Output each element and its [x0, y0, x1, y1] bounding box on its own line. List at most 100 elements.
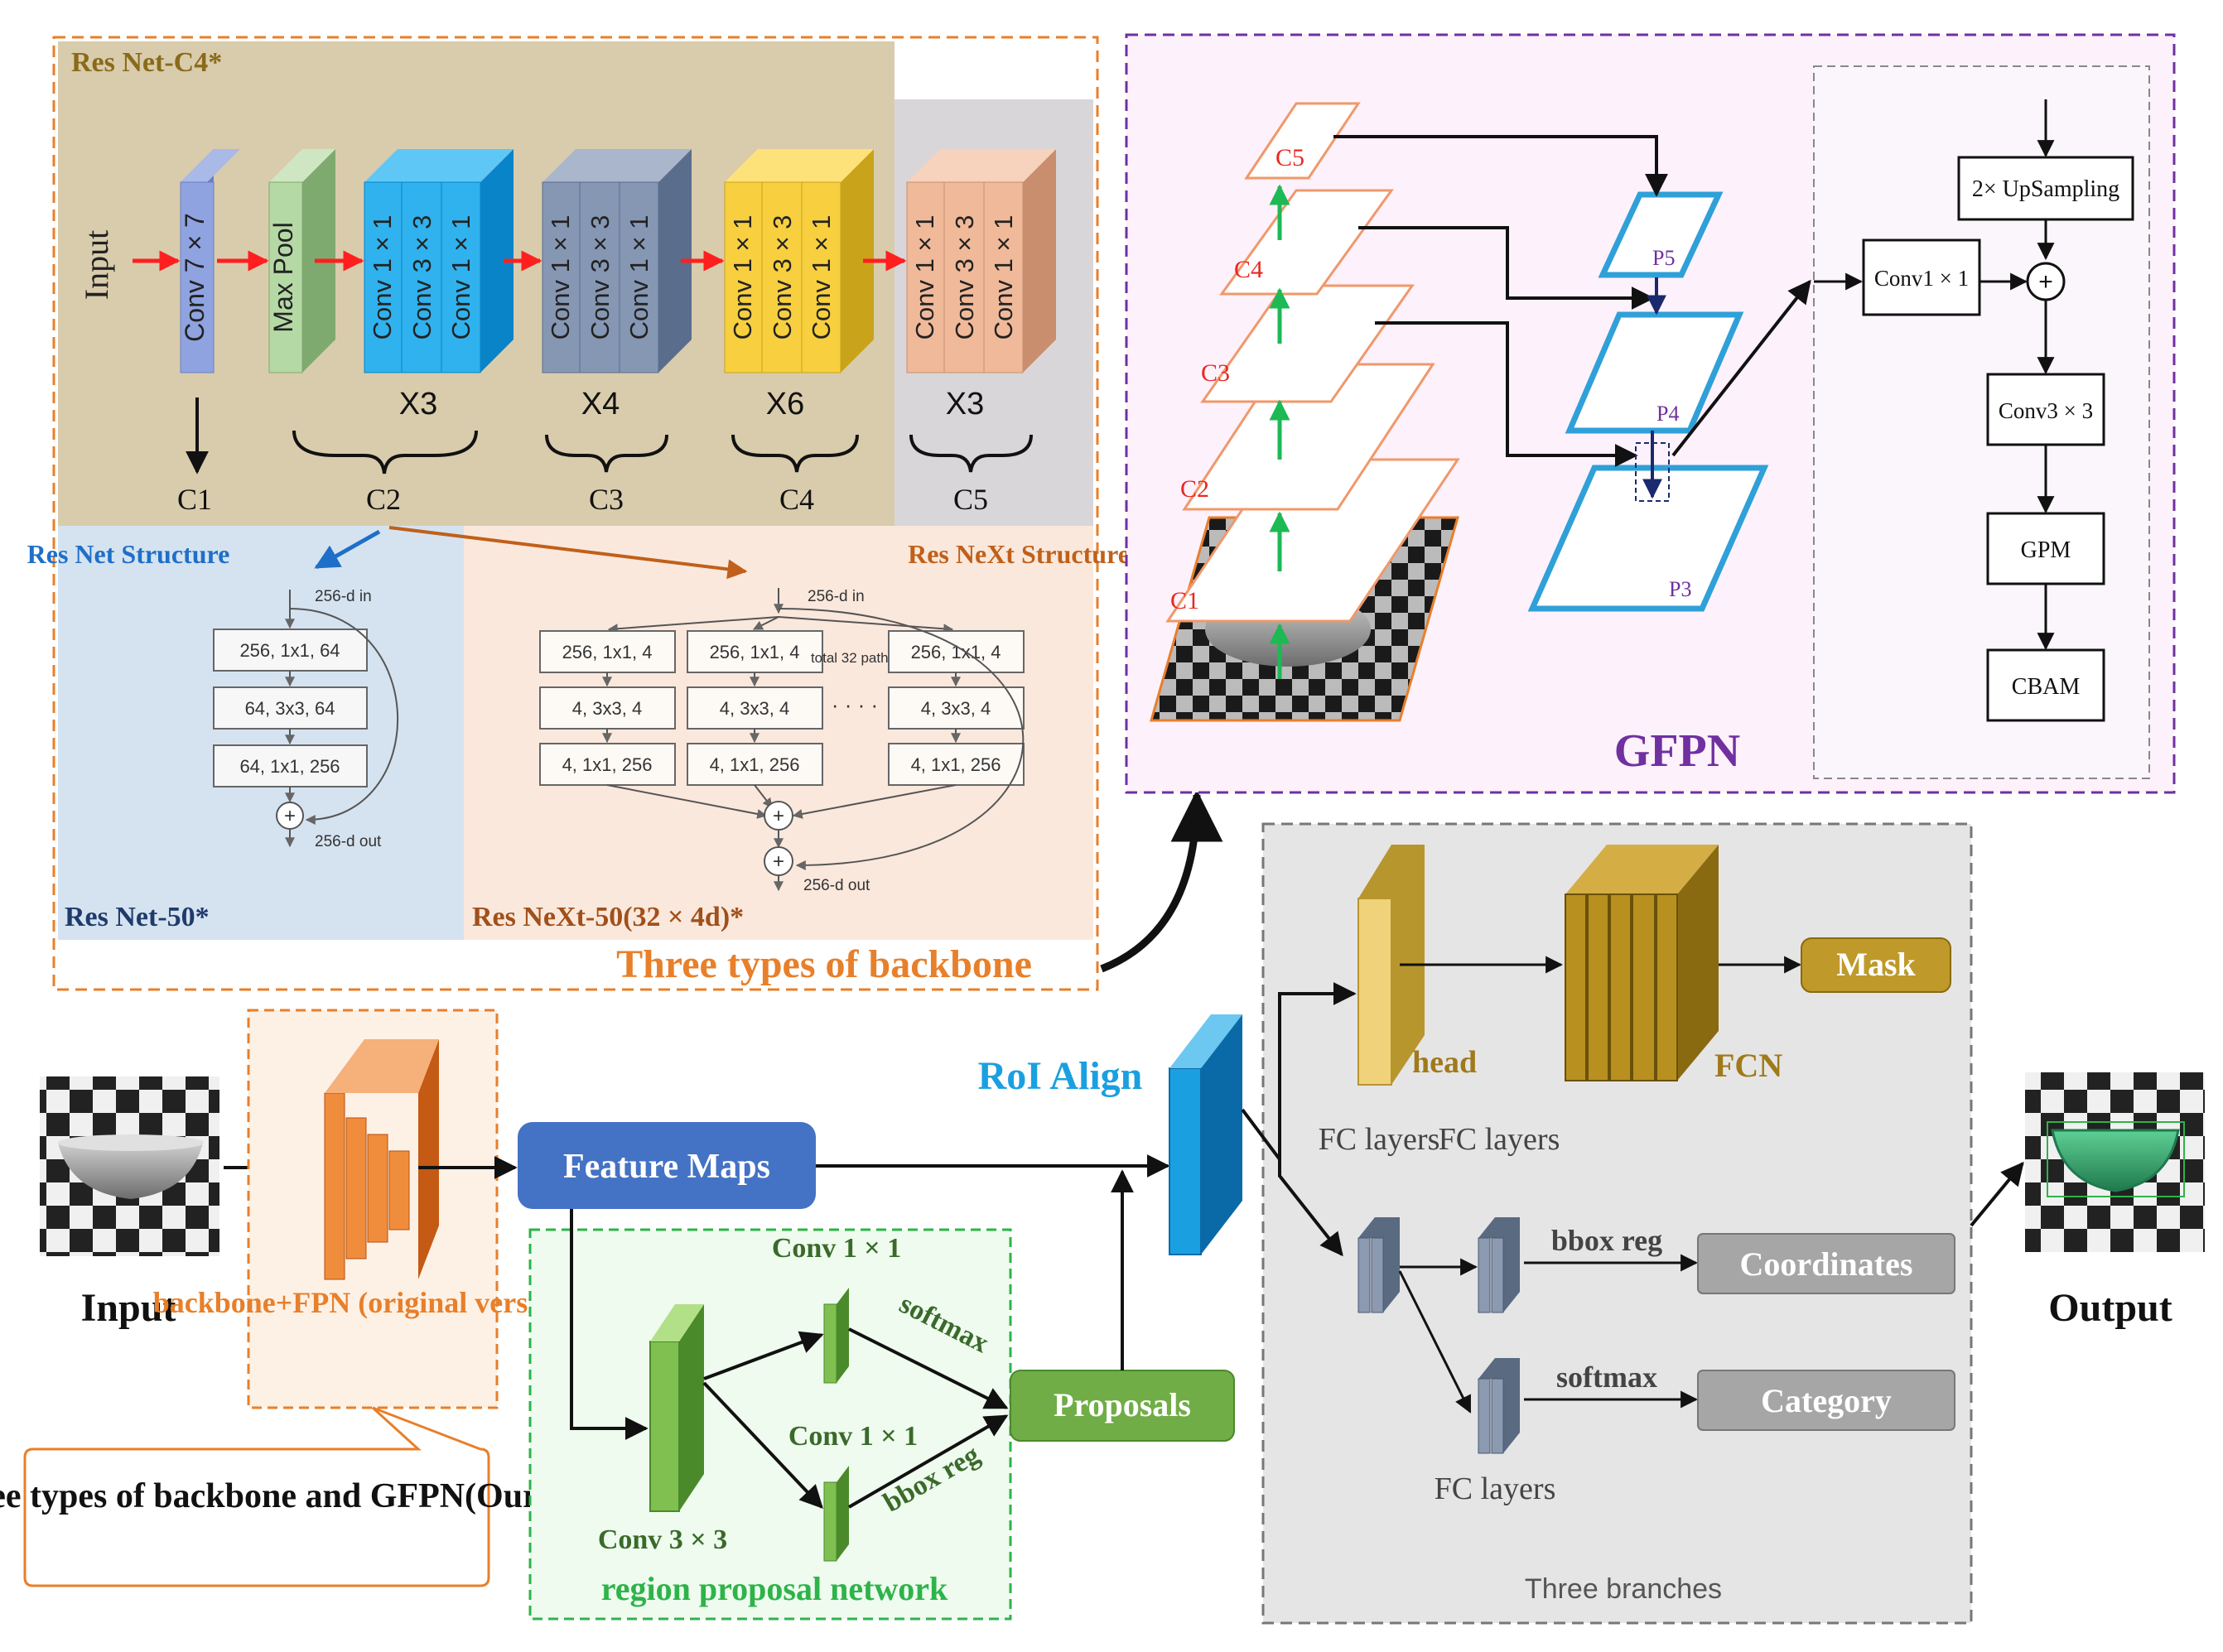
- resnext-col1-block3-label: 4, 1x1, 256: [562, 754, 653, 775]
- category-output-box: [1697, 1370, 1955, 1431]
- c5-blocks: Conv 1 × 1 Conv 3 × 3 Conv 1 × 1: [906, 149, 1056, 373]
- rpn-conv3-block: [649, 1304, 704, 1512]
- gfpn-conv3-label: Conv3 × 3: [1999, 398, 2093, 423]
- input-label: Input: [81, 1286, 176, 1330]
- p3-layer: [1527, 465, 1769, 612]
- softmax-branch-label: softmax: [1556, 1361, 1657, 1394]
- gfpn-p4-label: P4: [1656, 402, 1679, 426]
- resnext-paths-note: total 32 paths: [811, 650, 895, 666]
- lateral-connections: [1333, 135, 1668, 467]
- c4-conv1b: Conv 1 × 1: [807, 215, 836, 340]
- c3-conv3: Conv 3 × 3: [586, 215, 615, 340]
- gfpn-panel: C5 C4 C3 C2 C1 P5 P4 P3 2× UpSampling Co…: [1125, 33, 2176, 794]
- resnet-in-label: 256-d in: [315, 588, 372, 605]
- conv7-label: Conv 7 × 7: [180, 213, 210, 342]
- resnext-add-plus-2: +: [773, 850, 784, 873]
- resnet-block-3-label: 64, 1x1, 256: [239, 756, 340, 777]
- gfpn-conv1-box: [1862, 238, 1981, 316]
- resnext-col2-block1-label: 256, 1x1, 4: [710, 642, 800, 662]
- gfpn-c5-label: C5: [1275, 144, 1304, 171]
- input-bowl-rim: [58, 1134, 204, 1151]
- resnext-structure-title: Res NeXt Structure: [908, 539, 1130, 569]
- stage-c1: C1: [177, 483, 212, 516]
- cbam-box: [1986, 648, 2105, 722]
- resnet-bottleneck: 256-d in 256, 1x1, 64 64, 3x3, 64 64, 1x…: [213, 588, 398, 850]
- stage-c5: C5: [953, 483, 988, 516]
- mask-output-box: [1801, 937, 1951, 993]
- bbox-reg-branch-label: bbox reg: [1551, 1224, 1662, 1257]
- output-bowl-mask: [2051, 1129, 2180, 1192]
- c4-conv3: Conv 3 × 3: [768, 215, 797, 340]
- resnet-c4-label: Res Net-C4*: [71, 47, 222, 78]
- resnext-col1-block1-label: 256, 1x1, 4: [562, 642, 653, 662]
- stage-c2: C2: [366, 483, 401, 516]
- roi-to-head-arrow: [1241, 982, 1357, 1164]
- c2-blocks: Conv 1 × 1 Conv 3 × 3 Conv 1 × 1: [364, 149, 514, 373]
- proposals-label: Proposals: [1054, 1386, 1191, 1423]
- resnext-col2-block2-label: 4, 3x3, 4: [720, 698, 789, 719]
- rpn-label: region proposal network: [601, 1570, 948, 1607]
- coordinates-output-box: [1697, 1233, 1955, 1294]
- backbone-to-gfpn-arrow: [1100, 789, 1223, 973]
- gfpn-c2-label: C2: [1180, 475, 1209, 503]
- resnext-pointer-arrow: [388, 526, 748, 580]
- backbone-panel-border: [52, 36, 1099, 991]
- resnext-col2-block1: [687, 630, 823, 673]
- repeat-c5: X3: [946, 387, 984, 421]
- fcn-label: FCN: [1714, 1047, 1782, 1084]
- category-output-label: Category: [1761, 1382, 1892, 1419]
- rpn-box: [528, 1228, 1012, 1621]
- backbone-fpn-stack: [324, 1039, 439, 1280]
- resnext-structure: 256-d in 256, 1x1, 4 4, 3x3, 4 4, 1x1, 2…: [539, 588, 1025, 894]
- resnext-col3-block2-label: 4, 3x3, 4: [921, 698, 991, 719]
- c2-conv1a: Conv 1 × 1: [368, 215, 397, 340]
- repeat-c4: X6: [766, 387, 804, 421]
- resnet-block-2-label: 64, 3x3, 64: [245, 698, 335, 719]
- bboxreg-to-proposals-arrow: [847, 1414, 1009, 1509]
- resnext-col2-block3-label: 4, 1x1, 256: [710, 754, 800, 775]
- gfpn-c3-label: C3: [1201, 359, 1230, 387]
- cbam-label: CBAM: [2012, 674, 2081, 700]
- c4-conv1a: Conv 1 × 1: [728, 215, 757, 340]
- fc-block-3: [1478, 1358, 1520, 1454]
- resnet-out-label: 256-d out: [315, 833, 382, 850]
- fc-layers-label-2: FC layers: [1439, 1122, 1560, 1157]
- resnext-add-plus-1: +: [773, 805, 784, 827]
- conv3-to-conv1-bottom-arrow: [702, 1381, 823, 1510]
- maxpool-label: Max Pool: [268, 222, 298, 332]
- gfpn-conv1-label: Conv1 × 1: [1874, 266, 1969, 291]
- resnet-add-plus: +: [284, 805, 296, 827]
- gpm-label: GPM: [2021, 537, 2071, 563]
- rpn-conv1-top-label: Conv 1 × 1: [772, 1233, 901, 1264]
- fusion-to-module-arrow: [1671, 279, 1811, 457]
- feature-maps-box: [518, 1122, 816, 1209]
- stage-c4: C4: [779, 483, 814, 516]
- gfpn-p3-label: P3: [1669, 577, 1691, 601]
- mask-output-label: Mask: [1836, 946, 1916, 983]
- stage-braces: [292, 430, 1033, 474]
- upsampling-box: [1957, 156, 2134, 221]
- p5-layer: [1598, 191, 1724, 278]
- rpn-conv1-bottom-block: [823, 1466, 849, 1562]
- fc-layers-label-1: FC layers: [1319, 1122, 1440, 1157]
- stage-c3: C3: [589, 483, 624, 516]
- backbone-fpn-label: backbone+FPN (original version)*: [153, 1286, 593, 1319]
- resnext-col1-block3: [539, 743, 676, 786]
- gfpn-p5-label: P5: [1652, 246, 1675, 270]
- fc-block-1: [1357, 1217, 1400, 1313]
- branches-panel: head FCN Mask FC layers FC layers FC lay…: [1261, 822, 1973, 1625]
- output-bbox: [2047, 1121, 2185, 1197]
- c4-blocks: Conv 1 × 1 Conv 3 × 3 Conv 1 × 1: [724, 149, 874, 373]
- c2-conv3: Conv 3 × 3: [407, 215, 436, 340]
- fc-block-2: [1478, 1217, 1520, 1313]
- resnext50-label: Res NeXt-50(32 × 4d)*: [472, 902, 744, 932]
- c3-conv1a: Conv 1 × 1: [546, 215, 575, 340]
- gfpn-add-plus: +: [2038, 268, 2053, 296]
- conv7-block: Conv 7 × 7: [180, 149, 240, 373]
- roi-align-label: RoI Align: [978, 1054, 1143, 1098]
- coordinates-output-label: Coordinates: [1740, 1245, 1913, 1283]
- resnext-col2-block3: [687, 743, 823, 786]
- resnext-col3-block2: [888, 686, 1025, 730]
- head-block: [1357, 898, 1392, 1086]
